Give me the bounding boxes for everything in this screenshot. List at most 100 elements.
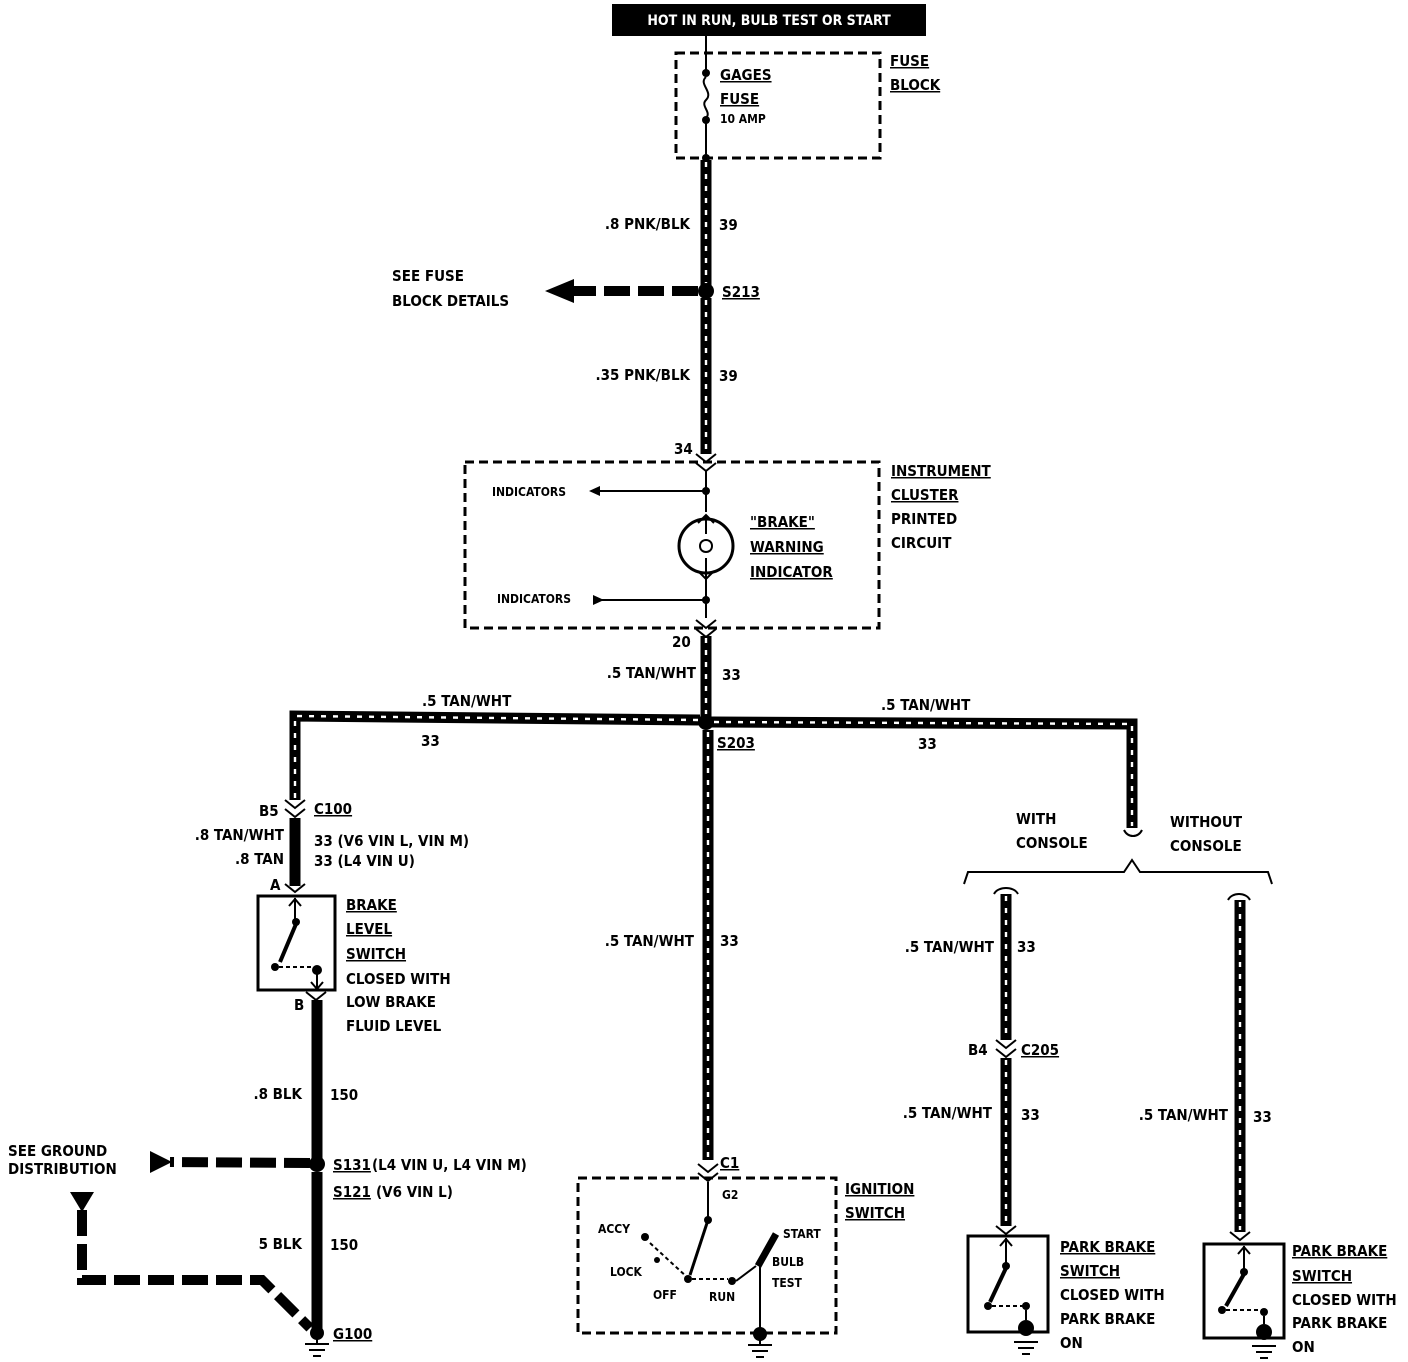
wire-blk-upper-circuit: 150 [330, 1086, 358, 1104]
fuse-element-icon [702, 76, 710, 119]
indicators-top-arrow-icon [589, 486, 600, 496]
brake-switch-contact-pivot [271, 963, 279, 971]
cluster-pin-20: 20 [672, 633, 691, 651]
fuse-rating: 10 AMP [720, 112, 766, 126]
brake-switch-pin-b: B [294, 996, 304, 1014]
with-switch-arm [988, 1267, 1008, 1303]
splice-s203-label: S203 [717, 734, 755, 752]
without-sw-2: SWITCH [1292, 1267, 1352, 1285]
connector-c100-icon [284, 799, 306, 819]
wire-top-size-color: .8 PNK/BLK [605, 215, 691, 233]
branch-right-size-color: .5 TAN/WHT [881, 696, 971, 714]
splice-s213 [698, 283, 714, 299]
wire-top-circuit: 39 [719, 216, 738, 234]
c100-pin: B5 [259, 802, 279, 820]
brake-switch-contact-right [312, 965, 322, 975]
option-without-1: WITHOUT [1170, 813, 1243, 831]
ignition-switch-box [576, 1176, 838, 1335]
without-switch-contact-pivot [1218, 1306, 1226, 1314]
with-park-brake-switch-box [966, 1234, 1050, 1334]
brake-switch-desc-3: FLUID LEVEL [346, 1017, 442, 1035]
fuse-name-2: FUSE [720, 90, 759, 108]
cluster-pin-34: 34 [674, 440, 693, 458]
wire-cluster-out-circuit: 33 [722, 666, 741, 684]
bulb-arrow-top-icon [697, 513, 715, 524]
with-switch-ground-terminal [1018, 1320, 1034, 1336]
cluster-label-3: PRINTED [891, 510, 957, 528]
ignition-accy: ACCY [598, 1222, 630, 1236]
indicators-bottom-label: INDICATORS [497, 592, 571, 606]
with-switch-ground-icon [1014, 1310, 1038, 1355]
wire-upper-cluster-circuit: 39 [719, 367, 738, 385]
option-without-2: CONSOLE [1170, 837, 1242, 855]
with-upper-circuit: 33 [1017, 938, 1036, 956]
connector-c205-icon [995, 1039, 1017, 1059]
ignition-test: TEST [772, 1276, 803, 1290]
c205-pin: B4 [968, 1041, 988, 1059]
indicators-top-label: INDICATORS [492, 485, 566, 499]
brake-switch-desc-2: LOW BRAKE [346, 993, 436, 1011]
s121-label: S121 [333, 1183, 371, 1201]
brake-switch-label-3: SWITCH [346, 945, 406, 963]
ignition-off: OFF [653, 1288, 677, 1302]
brake-switch-pin-a: A [270, 876, 281, 894]
brake-switch-arm [278, 923, 298, 963]
without-sw-1: PARK BRAKE [1292, 1242, 1387, 1260]
brake-switch-label-1: BRAKE [346, 896, 397, 914]
fuse-details-ref-2: BLOCK DETAILS [392, 292, 509, 310]
wire-branch-right [711, 716, 1138, 828]
ignition-contact-run [728, 1277, 736, 1285]
ignition-contact-accy [641, 1233, 649, 1241]
splice-s203 [698, 714, 714, 730]
ignition-label-1: IGNITION [845, 1180, 914, 1198]
without-switch-arrow-icon [1237, 1245, 1251, 1270]
c100-label: C100 [314, 800, 352, 818]
with-lower-circuit: 33 [1021, 1106, 1040, 1124]
ignition-wiper [688, 1219, 710, 1276]
branch-left-size-color: .5 TAN/WHT [422, 692, 512, 710]
splice-s131 [309, 1156, 325, 1172]
bulb-filament-icon [699, 516, 714, 578]
without-switch-arm [1224, 1273, 1246, 1307]
ignition-ground-icon [748, 1340, 772, 1358]
c100-line2-circuit: 33 (L4 VIN U) [314, 852, 415, 870]
ignition-run-link [735, 1265, 757, 1282]
fuse-block-box [674, 51, 882, 160]
ignition-run: RUN [709, 1290, 735, 1304]
with-sw-4: PARK BRAKE [1060, 1310, 1155, 1328]
without-sw-5: ON [1292, 1338, 1315, 1356]
without-sw-4: PARK BRAKE [1292, 1314, 1387, 1332]
fuse-top-terminal [702, 69, 710, 77]
with-console-top-icon [993, 887, 1019, 895]
c100-line1-size: .8 TAN/WHT [195, 826, 285, 844]
fuse-details-arrow-icon [545, 279, 574, 303]
without-switch-connector-icon [1229, 1231, 1251, 1242]
connector-c1-icon [697, 1163, 719, 1183]
ignition-start-contact-icon [754, 1232, 780, 1268]
without-console-top-icon [1227, 893, 1251, 901]
brake-switch-bottom-connector-icon [305, 991, 327, 1002]
with-switch-arrow-icon [999, 1237, 1013, 1264]
ground-ref-1: SEE GROUND [8, 1142, 107, 1160]
indicator-name-3: INDICATOR [750, 563, 833, 581]
ignition-bulb: BULB [772, 1255, 804, 1269]
ground-g100-terminal [310, 1326, 324, 1340]
brake-level-switch-box [256, 894, 337, 992]
with-sw-3: CLOSED WITH [1060, 1286, 1165, 1304]
fuse-details-ref-1: SEE FUSE [392, 267, 464, 285]
cluster-label-1: INSTRUMENT [891, 462, 992, 480]
with-sw-2: SWITCH [1060, 1262, 1120, 1280]
s121-note: (V6 VIN L) [376, 1183, 453, 1201]
without-switch-contact-right [1260, 1308, 1268, 1316]
without-size: .5 TAN/WHT [1139, 1106, 1229, 1124]
ground-path-dashed [77, 1210, 314, 1332]
brake-switch-desc-1: CLOSED WITH [346, 970, 451, 988]
with-sw-5: ON [1060, 1334, 1083, 1352]
power-label: HOT IN RUN, BULB TEST OR START [647, 13, 891, 29]
with-switch-contact-right [1022, 1302, 1030, 1310]
wire-blk-upper-size-color: .8 BLK [253, 1085, 302, 1103]
ground-path-arrow-icon [70, 1192, 94, 1212]
indicator-name-2: WARNING [750, 538, 824, 556]
wire-center-size-color: .5 TAN/WHT [605, 932, 695, 950]
